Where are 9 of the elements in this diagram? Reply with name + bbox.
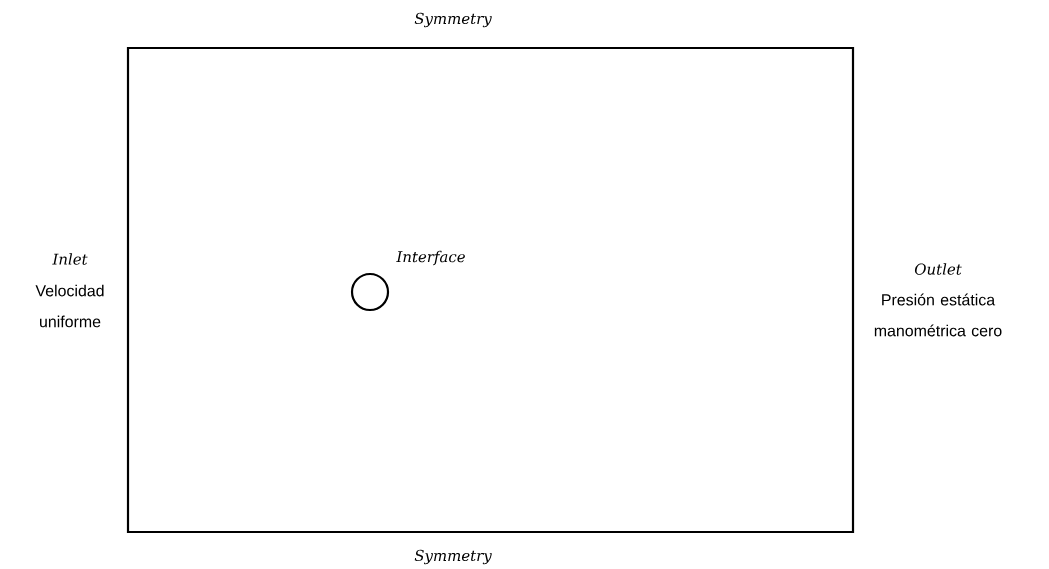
- domain-box: [126, 46, 855, 534]
- interface-circle: [350, 272, 390, 312]
- boundary-label: Outlet: [914, 263, 962, 275]
- boundary-label: Symmetry: [414, 549, 492, 565]
- boundary-condition-text: Presión estática manométrica cero: [874, 293, 1002, 337]
- boundary-label: Symmetry: [414, 12, 492, 28]
- boundary-condition-text: Velocidad uniforme: [35, 284, 104, 328]
- boundary-label: Inlet: [52, 253, 88, 265]
- region-label: Interface: [396, 250, 465, 266]
